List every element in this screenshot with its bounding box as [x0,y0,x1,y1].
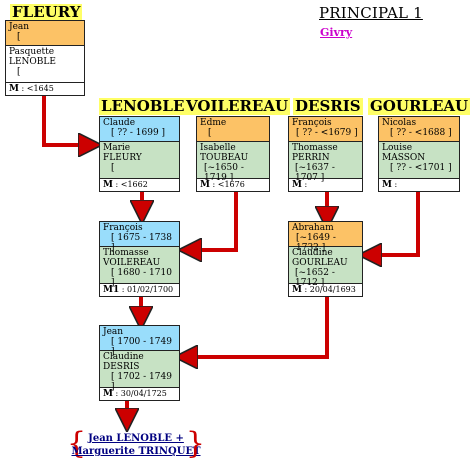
descendant-line-2: Marguerite TRINQUET [71,446,201,457]
husband-dates: [ ?? - <1679 ] [296,128,358,138]
husband-dates: [ ?? - 1699 ] [111,128,166,138]
marriage-line: M : [289,179,362,191]
marriage-label: M [382,180,392,190]
page-title: PRINCIPAL 1 [319,4,423,22]
wife-cell: Marie FLEURY [ [100,142,179,179]
couple-box-voilereau[interactable]: Edme [ Isabelle TOUBEAU [~1650 - 1719 ] … [196,116,270,192]
wife-dates: [ 1702 - 1749 ] [111,372,172,392]
marriage-label: M1 [103,285,120,295]
wife-dates: [ ?? - <1701 ] [390,163,452,173]
marriage-label: M [200,180,210,190]
husband-cell: Claude [ ?? - 1699 ] [100,117,179,142]
husband-name: Jean [103,327,124,337]
descendant-couple[interactable]: { Jean LENOBLE + Marguerite TRINQUET } [67,426,205,462]
connector-gourleau-to-abraham [370,188,420,255]
wife-cell: Claudine GOURLEAU [~1652 - 1712 ] [289,247,362,288]
marriage-date: : 20/04/1693 [301,285,356,294]
marriage-line: M : 30/04/1725 [100,388,179,400]
husband-dates: [ 1700 - 1749 ] [111,337,172,357]
descendant-link[interactable]: Jean LENOBLE + Marguerite TRINQUET [68,432,204,458]
marriage-label: M [292,285,302,295]
connector-voilereau-to-francois [190,188,238,250]
husband-name: François [292,118,332,128]
husband-cell: François [ ?? - <1679 ] [289,117,362,142]
wife-cell: Isabelle TOUBEAU [~1650 - 1719 ] [197,142,269,183]
wife-cell: Claudine DESRIS [ 1702 - 1749 ] [100,351,179,392]
husband-cell: Edme [ [197,117,269,142]
wife-name: Claudine GOURLEAU [292,248,348,268]
wife-name: Pasquette LENOBLE [9,47,56,67]
husband-name: François [103,223,143,233]
marriage-date: : <1676 [209,180,245,189]
left-brace-icon: { [67,426,87,461]
marriage-line: M : 20/04/1693 [289,284,362,296]
wife-name: Thomasse PERRIN [292,143,338,163]
wife-name: Marie FLEURY [103,143,142,163]
husband-dates: [~1649 - 1732 ] [296,233,336,253]
husband-name: Nicolas [382,118,417,128]
wife-dates: [~1637 - 1707 ] [295,163,335,183]
connector-abraham-to-jean [186,293,329,357]
couple-box-fleury[interactable]: Jean [ Pasquette LENOBLE [ M : <1645 [5,20,85,96]
family-label-fleury: FLEURY [10,3,83,21]
marriage-line: M : [379,179,459,191]
husband-cell: François [ 1675 - 1738 ] [100,222,179,253]
marriage-label: M [9,84,19,94]
marriage-line: M : <1645 [6,83,84,95]
husband-cell: Jean [ [6,21,84,46]
wife-dates: [ [111,163,115,173]
marriage-line: M : <1676 [197,179,269,191]
wife-cell: Pasquette LENOBLE [ [6,46,84,83]
marriage-label: M [103,389,113,399]
marriage-label: M [103,180,113,190]
wife-cell: Louise MASSON [ ?? - <1701 ] [379,142,459,179]
family-label-lenoble: LENOBLE [99,97,187,115]
marriage-line: M1 : 01/02/1700 [100,284,179,296]
marriage-date: : [391,180,398,189]
husband-dates: [ ?? - <1688 ] [390,128,452,138]
wife-name: Isabelle TOUBEAU [200,143,249,163]
wife-name: Thomasse VOILEREAU [103,248,161,268]
wife-dates: [~1652 - 1712 ] [295,268,335,288]
husband-cell: Jean [ 1700 - 1749 ] [100,326,179,357]
marriage-line: M : <1662 [100,179,179,191]
wife-cell: Thomasse PERRIN [~1637 - 1707 ] [289,142,362,183]
couple-box-jean[interactable]: Jean [ 1700 - 1749 ] Claudine DESRIS [ 1… [99,325,180,401]
marriage-date: : <1662 [112,180,148,189]
husband-name: Edme [200,118,227,128]
couple-box-desris[interactable]: François [ ?? - <1679 ] Thomasse PERRIN … [288,116,363,192]
descendant-line-1: Jean LENOBLE + [88,433,184,444]
husband-name: Claude [103,118,136,128]
right-brace-icon: } [185,426,205,461]
wife-cell: Thomasse VOILEREAU [ 1680 - 1710 ] [100,247,179,288]
couple-box-lenoble[interactable]: Claude [ ?? - 1699 ] Marie FLEURY [ M : … [99,116,180,192]
husband-dates: [ [208,128,212,138]
family-label-voilereau: VOILEREAU [184,97,291,115]
husband-dates: [ 1675 - 1738 ] [111,233,172,253]
husband-name: Jean [9,22,30,32]
couple-box-gourleau[interactable]: Nicolas [ ?? - <1688 ] Louise MASSON [ ?… [378,116,460,192]
marriage-date: : 30/04/1725 [112,389,167,398]
marriage-date: : 01/02/1700 [119,285,174,294]
connector-fleury-to-lenoble [42,95,90,145]
marriage-date: : <1645 [18,84,54,93]
wife-dates: [ 1680 - 1710 ] [111,268,172,288]
couple-box-abraham[interactable]: Abraham [~1649 - 1732 ] Claudine GOURLEA… [288,221,363,297]
place-link[interactable]: Givry [320,26,353,39]
wife-name: Louise MASSON [382,143,426,163]
husband-cell: Abraham [~1649 - 1732 ] [289,222,362,253]
husband-dates: [ [17,32,21,42]
family-label-desris: DESRIS [293,97,363,115]
husband-name: Abraham [292,223,334,233]
wife-dates: [ [17,67,21,77]
wife-dates: [~1650 - 1719 ] [204,163,244,183]
wife-name: Claudine DESRIS [103,352,144,372]
family-label-gourleau: GOURLEAU [368,97,470,115]
husband-cell: Nicolas [ ?? - <1688 ] [379,117,459,142]
couple-box-francois[interactable]: François [ 1675 - 1738 ] Thomasse VOILER… [99,221,180,297]
marriage-date: : [301,180,308,189]
marriage-label: M [292,180,302,190]
